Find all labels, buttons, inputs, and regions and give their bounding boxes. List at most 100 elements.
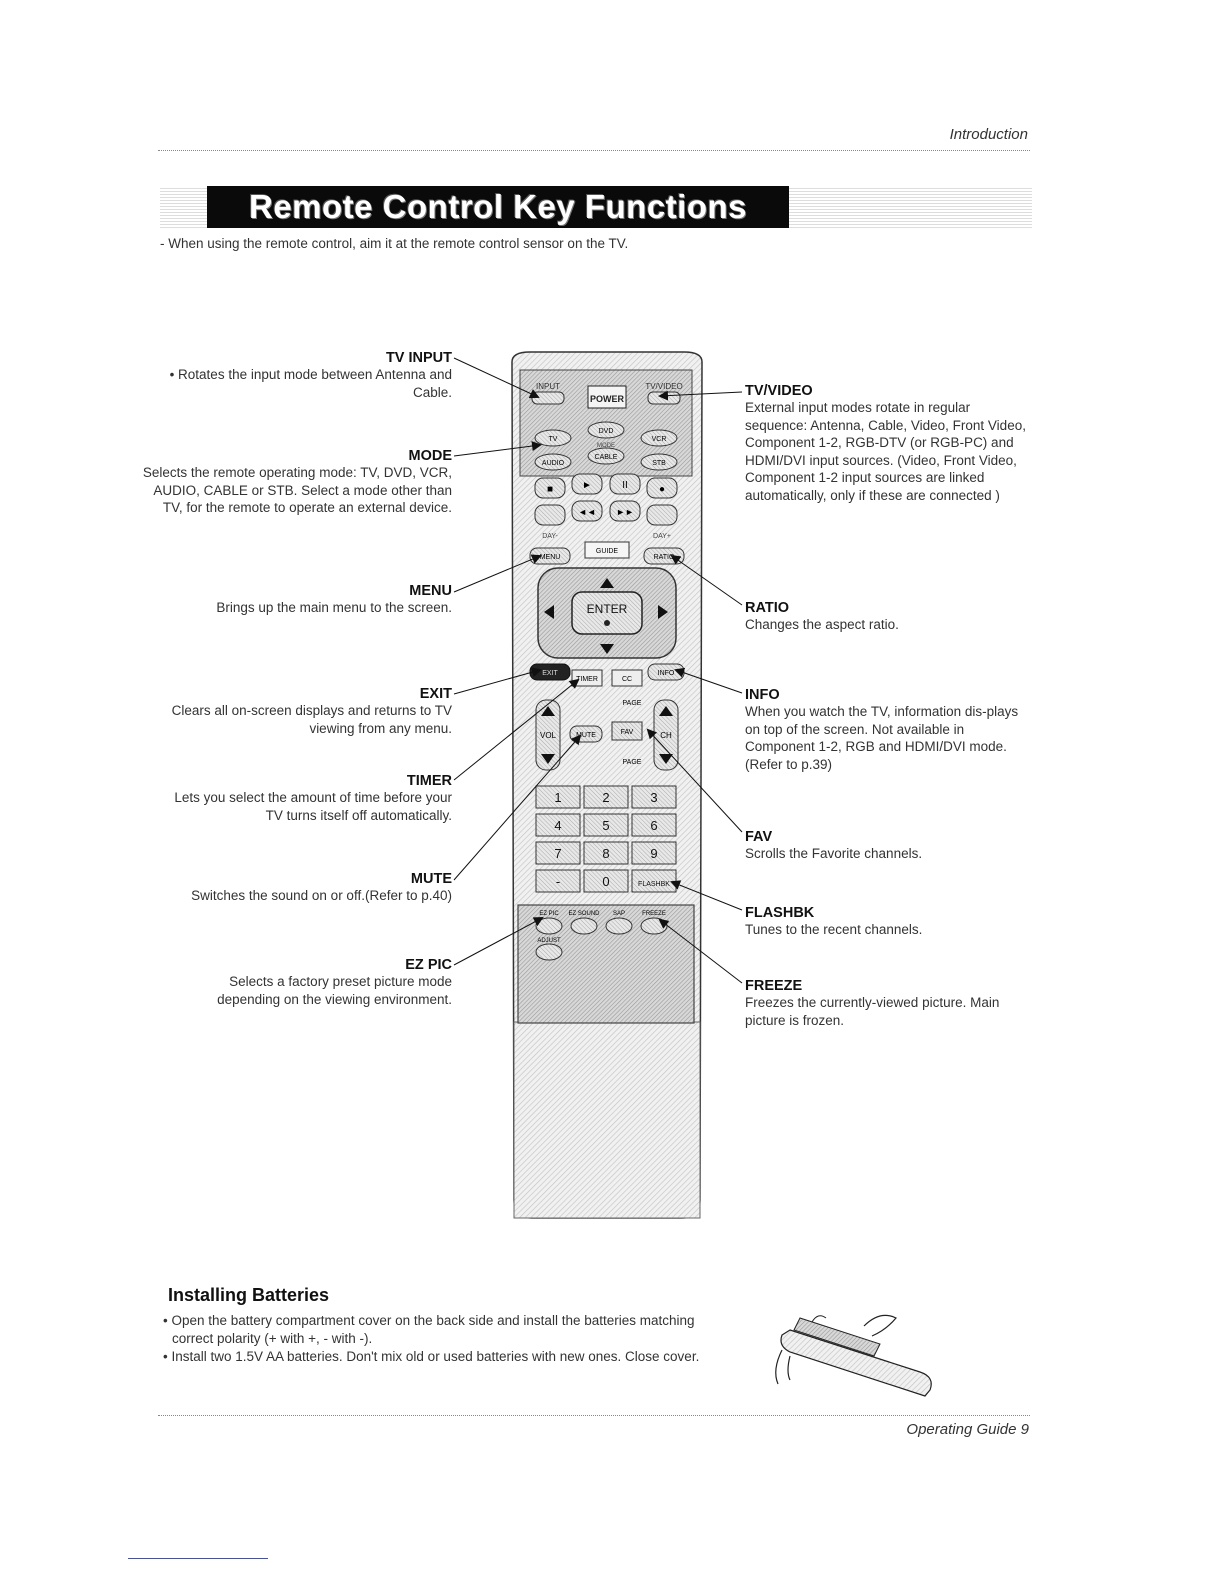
mode-key-dvd-label: DVD [599, 428, 614, 435]
mode-key-cable-label: CABLE [595, 454, 618, 461]
input-key-label: INPUT [536, 382, 560, 391]
adjust-key[interactable] [535, 943, 563, 961]
cover-key-sap[interactable] [605, 917, 633, 935]
vol-label: VOL [540, 731, 557, 740]
battery-illustration [775, 1314, 932, 1397]
callout-menu: MENU Brings up the main menu to the scre… [132, 583, 452, 617]
callout-text: Switches the sound on or off.(Refer to p… [191, 888, 452, 903]
leader-tv-input [453, 357, 540, 399]
intro-text: - When using the remote control, aim it … [160, 236, 629, 251]
ratio-key-label: RATIO [654, 554, 675, 561]
number-key-label: 6 [650, 818, 657, 833]
enter-key [571, 591, 643, 635]
number-key-2[interactable] [583, 785, 629, 809]
number-key-8[interactable] [583, 841, 629, 865]
nav-down-icon [600, 644, 614, 654]
leader-fav [646, 728, 743, 833]
callout-mute: MUTE Switches the sound on or off.(Refer… [132, 871, 452, 905]
callout-text: Clears all on-screen displays and return… [171, 703, 452, 736]
leader-ratio [670, 554, 743, 606]
power-key [587, 385, 627, 409]
menu-key-label: MENU [540, 554, 561, 561]
page-footer: Operating Guide 9 [906, 1421, 1029, 1438]
tv-video-key-label: TV/VIDEO [645, 382, 682, 391]
tv-video-key [647, 391, 681, 405]
skip-forward-key [646, 504, 678, 526]
ch-down-icon [659, 754, 673, 764]
exit-key-label: EXIT [542, 670, 558, 677]
vol-down-icon [541, 754, 555, 764]
number-key-5[interactable] [583, 813, 629, 837]
guide-key-label: GUIDE [596, 548, 619, 555]
leader-info [674, 667, 743, 694]
mode-key-cable [587, 447, 625, 465]
number-key-3[interactable] [631, 785, 677, 809]
callout-text: Changes the aspect ratio. [745, 617, 899, 632]
nav-left-icon [544, 605, 554, 619]
cover-key-ez-pic[interactable] [535, 917, 563, 935]
callout-label: FAV [745, 829, 773, 845]
callout-label: MUTE [410, 871, 452, 887]
fav-key-label: FAV [621, 729, 634, 736]
callout-info: INFO When you watch the TV, information … [745, 687, 1045, 773]
cover-key-freeze[interactable] [640, 917, 668, 935]
callout-flashbk: FLASHBK Tunes to the recent channels. [745, 905, 1045, 939]
callout-mode: MODE Selects the remote operating mode: … [132, 448, 452, 517]
cc-key-label: CC [622, 676, 632, 683]
callout-label: FREEZE [745, 978, 803, 994]
stop-key-label: ■ [547, 484, 553, 495]
ch-up-icon [659, 706, 673, 716]
callout-label: INFO [745, 687, 780, 703]
record-key [646, 477, 678, 499]
slide-cover [513, 1021, 701, 1219]
input-key [531, 391, 565, 405]
number-key-dash[interactable] [535, 869, 581, 893]
cover-key-label: FREEZE [642, 911, 666, 917]
number-key-7[interactable] [535, 841, 581, 865]
number-key-label: 5 [602, 818, 609, 833]
callout-freeze: FREEZE Freezes the currently-viewed pict… [745, 978, 1045, 1029]
mode-key-dvd [587, 421, 625, 439]
callout-exit: EXIT Clears all on-screen displays and r… [132, 686, 452, 737]
bottom-link-line [128, 1558, 268, 1559]
forward-key [609, 500, 641, 522]
fav-key [611, 721, 643, 741]
number-key-6[interactable] [631, 813, 677, 837]
page-title: Remote Control Key Functions [207, 186, 789, 228]
mode-key-vcr-label: VCR [652, 436, 667, 443]
guide-key [584, 541, 630, 559]
callout-label: MODE [408, 448, 453, 464]
stop-key [534, 477, 566, 499]
number-key-label: 0 [602, 874, 609, 889]
leader-mute [453, 734, 582, 881]
record-key-label: ● [659, 484, 665, 495]
callout-text: Tunes to the recent channels. [745, 922, 923, 937]
callout-fav: FAV Scrolls the Favorite channels. [745, 829, 1045, 863]
callout-text: Lets you select the amount of time befor… [174, 790, 452, 823]
transport-keys: ■ ► II ● ◄◄ ►► DAY- DAY+ [534, 473, 678, 540]
batteries-list: • Open the battery compartment cover on … [158, 1312, 718, 1367]
mode-key-vcr [640, 429, 678, 447]
batteries-title: Installing Batteries [168, 1285, 330, 1305]
cover-key-ez-sound[interactable] [570, 917, 598, 935]
rewind-key [571, 500, 603, 522]
cover-key-label: EZ SOUND [568, 911, 600, 917]
number-key-9[interactable] [631, 841, 677, 865]
page-up-label: PAGE [623, 700, 642, 707]
callout-text: External input modes rotate in regular s… [745, 400, 1026, 503]
callout-timer: TIMER Lets you select the amount of time… [132, 773, 452, 824]
number-key-label: 3 [650, 790, 657, 805]
number-key-4[interactable] [535, 813, 581, 837]
number-key-1[interactable] [535, 785, 581, 809]
skip-back-key [534, 504, 566, 526]
callout-label: EXIT [419, 686, 452, 702]
number-key-label: - [556, 874, 560, 889]
pause-key-label: II [622, 480, 628, 491]
nav-right-icon [658, 605, 668, 619]
mode-key-audio [534, 453, 572, 471]
number-key-0[interactable] [583, 869, 629, 893]
timer-key-label: TIMER [576, 676, 598, 683]
list-item: • Open the battery compartment cover on … [163, 1313, 695, 1346]
